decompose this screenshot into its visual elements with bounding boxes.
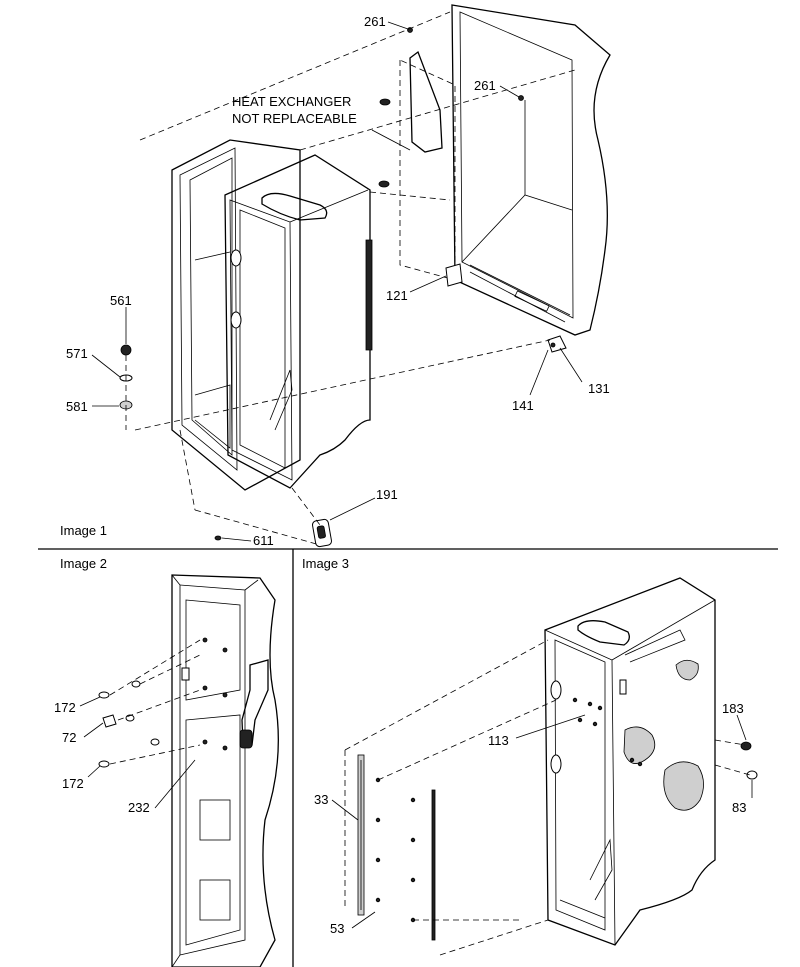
callout-581: 581 xyxy=(66,399,88,414)
callout-83: 83 xyxy=(732,800,746,815)
image2-leaders xyxy=(79,696,196,809)
image2-drawing xyxy=(98,574,279,967)
callout-561: 561 xyxy=(110,293,132,308)
image3-drawing xyxy=(344,577,758,956)
image1-label: Image 1 xyxy=(60,523,107,538)
callout-183: 183 xyxy=(722,701,744,716)
callout-121: 121 xyxy=(386,288,408,303)
callout-131: 131 xyxy=(588,381,610,396)
image1-leaders xyxy=(91,21,583,542)
heat-exchanger-note-line1: HEAT EXCHANGER xyxy=(232,94,351,109)
image2-label: Image 2 xyxy=(60,556,107,571)
callout-571: 571 xyxy=(66,346,88,361)
callout-53: 53 xyxy=(330,921,344,936)
image3-label: Image 3 xyxy=(302,556,349,571)
callout-33: 33 xyxy=(314,792,328,807)
callout-261-right: 261 xyxy=(474,78,496,93)
callout-261-top: 261 xyxy=(364,14,386,29)
callout-141: 141 xyxy=(512,398,534,413)
callout-191: 191 xyxy=(376,487,398,502)
callout-172-top: 172 xyxy=(54,700,76,715)
callout-232: 232 xyxy=(128,800,150,815)
callout-113: 113 xyxy=(488,733,509,748)
callout-611: 611 xyxy=(253,533,274,548)
image1-drawing xyxy=(119,4,611,548)
callout-72: 72 xyxy=(62,730,76,745)
heat-exchanger-note-line2: NOT REPLACEABLE xyxy=(232,111,357,126)
callout-172-bottom: 172 xyxy=(62,776,84,791)
image3-leaders xyxy=(331,714,753,929)
